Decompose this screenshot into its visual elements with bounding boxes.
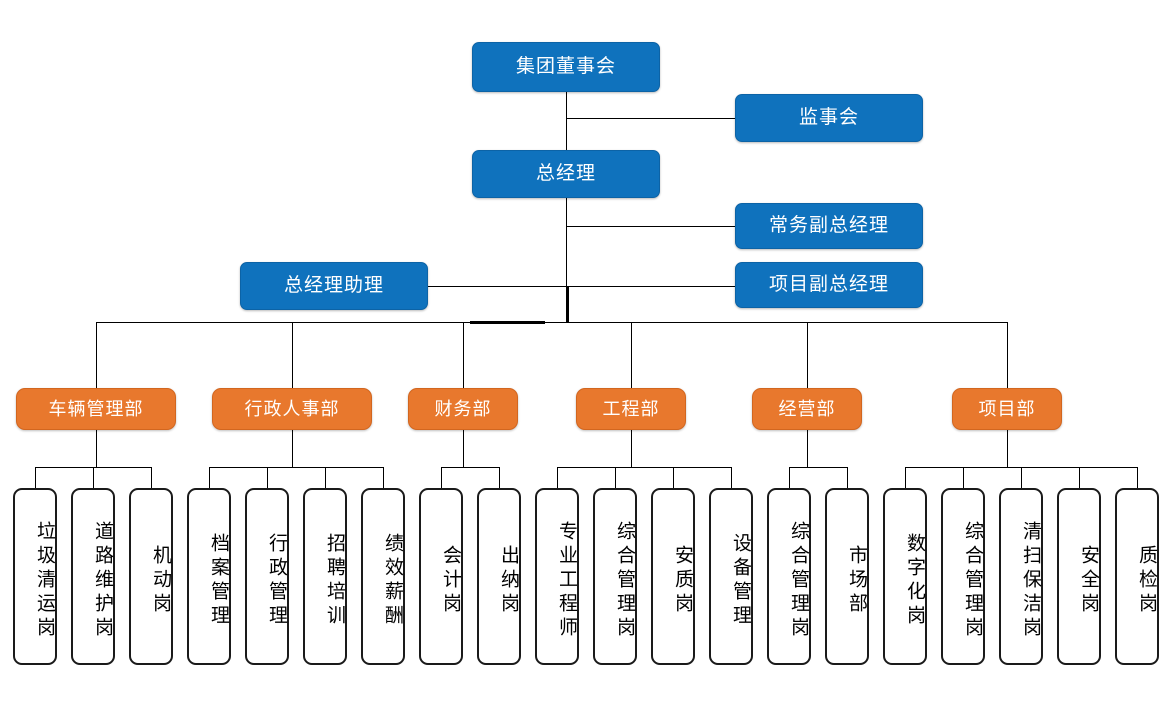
leaf-label: 安质岗 — [672, 544, 693, 617]
connector-finance-bus — [441, 467, 499, 468]
connector-project-to-digitalization — [905, 467, 906, 488]
connector-engineering-bus — [557, 467, 731, 468]
node-board[interactable]: 集团董事会 — [472, 42, 660, 92]
node-project[interactable]: 项目部 — [952, 388, 1062, 430]
node-recruitment-training[interactable]: 招聘培训 — [303, 488, 347, 665]
connector-finance-to-accounting — [441, 467, 442, 488]
connector-gm-to-department-bus — [566, 286, 569, 322]
leaf-label: 招聘培训 — [324, 532, 345, 629]
connector-gm-to-exec-deputy — [566, 226, 735, 227]
node-supervisory[interactable]: 监事会 — [735, 94, 923, 142]
connector-engineering-stem — [631, 430, 632, 467]
leaf-label: 市场部 — [846, 544, 867, 617]
node-admin-hr[interactable]: 行政人事部 — [212, 388, 372, 430]
node-ops-general-management[interactable]: 综合管理岗 — [767, 488, 811, 665]
leaf-label: 综合管理岗 — [614, 520, 635, 641]
node-accounting[interactable]: 会计岗 — [419, 488, 463, 665]
connector-admin-hr-bus — [209, 467, 383, 468]
node-safety-post[interactable]: 安全岗 — [1057, 488, 1101, 665]
leaf-label: 清扫保洁岗 — [1020, 520, 1041, 641]
connector-admin-hr-to-administration — [267, 467, 268, 488]
connector-gm-to-assistant — [428, 286, 735, 287]
node-archive-management[interactable]: 档案管理 — [187, 488, 231, 665]
leaf-label: 会计岗 — [440, 544, 461, 617]
node-road-maintenance[interactable]: 道路维护岗 — [71, 488, 115, 665]
leaf-label: 档案管理 — [208, 532, 229, 629]
connector-project-to-safety-post — [1079, 467, 1080, 488]
leaf-label: 综合管理岗 — [788, 520, 809, 641]
connector-bus-to-vehicle-management — [96, 322, 97, 388]
connector-bus-to-operations — [807, 322, 808, 388]
leaf-label: 行政管理 — [266, 532, 287, 629]
node-vehicle-management[interactable]: 车辆管理部 — [16, 388, 176, 430]
connector-bus-to-engineering — [631, 322, 632, 388]
node-administration[interactable]: 行政管理 — [245, 488, 289, 665]
node-proj-general-management[interactable]: 综合管理岗 — [941, 488, 985, 665]
connector-project-to-quality-inspection — [1137, 467, 1138, 488]
connector-project-to-cleaning-sanitation — [1021, 467, 1022, 488]
leaf-label: 机动岗 — [150, 544, 171, 617]
leaf-label: 数字化岗 — [904, 532, 925, 629]
connector-admin-hr-to-archive-management — [209, 467, 210, 488]
connector-vehicle-management-to-mobile-post — [151, 467, 152, 488]
leaf-label: 出纳岗 — [498, 544, 519, 617]
connector-vehicle-management-stem — [96, 430, 97, 467]
connector-department-bus-thick — [470, 321, 545, 324]
node-marketing[interactable]: 市场部 — [825, 488, 869, 665]
node-eng-general-management[interactable]: 综合管理岗 — [593, 488, 637, 665]
node-cleaning-sanitation[interactable]: 清扫保洁岗 — [999, 488, 1043, 665]
connector-vehicle-management-to-garbage-removal — [35, 467, 36, 488]
node-performance-pay[interactable]: 绩效薪酬 — [361, 488, 405, 665]
connector-engineering-to-equipment-management — [731, 467, 732, 488]
leaf-label: 安全岗 — [1078, 544, 1099, 617]
node-garbage-removal[interactable]: 垃圾清运岗 — [13, 488, 57, 665]
connector-project-stem — [1007, 430, 1008, 467]
node-cashier[interactable]: 出纳岗 — [477, 488, 521, 665]
node-professional-engineer[interactable]: 专业工程师 — [535, 488, 579, 665]
connector-board-to-supervisory — [566, 118, 735, 119]
connector-engineering-to-professional-engineer — [557, 467, 558, 488]
connector-operations-stem — [807, 430, 808, 467]
connector-bus-to-admin-hr — [292, 322, 293, 388]
connector-admin-hr-to-recruitment-training — [325, 467, 326, 488]
connector-gm-down — [566, 198, 567, 322]
leaf-label: 设备管理 — [730, 532, 751, 629]
leaf-label: 质检岗 — [1136, 544, 1157, 617]
connector-operations-bus — [789, 467, 847, 468]
node-digitalization[interactable]: 数字化岗 — [883, 488, 927, 665]
connector-admin-hr-stem — [292, 430, 293, 467]
leaf-label: 道路维护岗 — [92, 520, 113, 641]
node-quality-inspection[interactable]: 质检岗 — [1115, 488, 1159, 665]
node-engineering[interactable]: 工程部 — [576, 388, 686, 430]
connector-finance-stem — [463, 430, 464, 467]
node-general-manager[interactable]: 总经理 — [472, 150, 660, 198]
leaf-label: 综合管理岗 — [962, 520, 983, 641]
node-operations[interactable]: 经营部 — [752, 388, 862, 430]
connector-project-to-proj-general-management — [963, 467, 964, 488]
node-gm-assistant[interactable]: 总经理助理 — [240, 262, 428, 310]
leaf-label: 垃圾清运岗 — [34, 520, 55, 641]
connector-bus-to-finance — [463, 322, 464, 388]
connector-operations-to-marketing — [847, 467, 848, 488]
connector-engineering-to-safety-quality — [673, 467, 674, 488]
connector-department-bus — [96, 322, 1008, 323]
connector-operations-to-ops-general-management — [789, 467, 790, 488]
node-project-deputy-gm[interactable]: 项目副总经理 — [735, 262, 923, 308]
leaf-label: 绩效薪酬 — [382, 532, 403, 629]
connector-board-down — [566, 92, 567, 150]
connector-engineering-to-eng-general-management — [615, 467, 616, 488]
node-equipment-management[interactable]: 设备管理 — [709, 488, 753, 665]
node-exec-deputy-gm[interactable]: 常务副总经理 — [735, 203, 923, 249]
connector-vehicle-management-to-road-maintenance — [93, 467, 94, 488]
node-finance[interactable]: 财务部 — [408, 388, 518, 430]
leaf-label: 专业工程师 — [556, 520, 577, 641]
node-safety-quality[interactable]: 安质岗 — [651, 488, 695, 665]
node-mobile-post[interactable]: 机动岗 — [129, 488, 173, 665]
connector-finance-to-cashier — [499, 467, 500, 488]
connector-admin-hr-to-performance-pay — [383, 467, 384, 488]
connector-bus-to-project — [1007, 322, 1008, 388]
